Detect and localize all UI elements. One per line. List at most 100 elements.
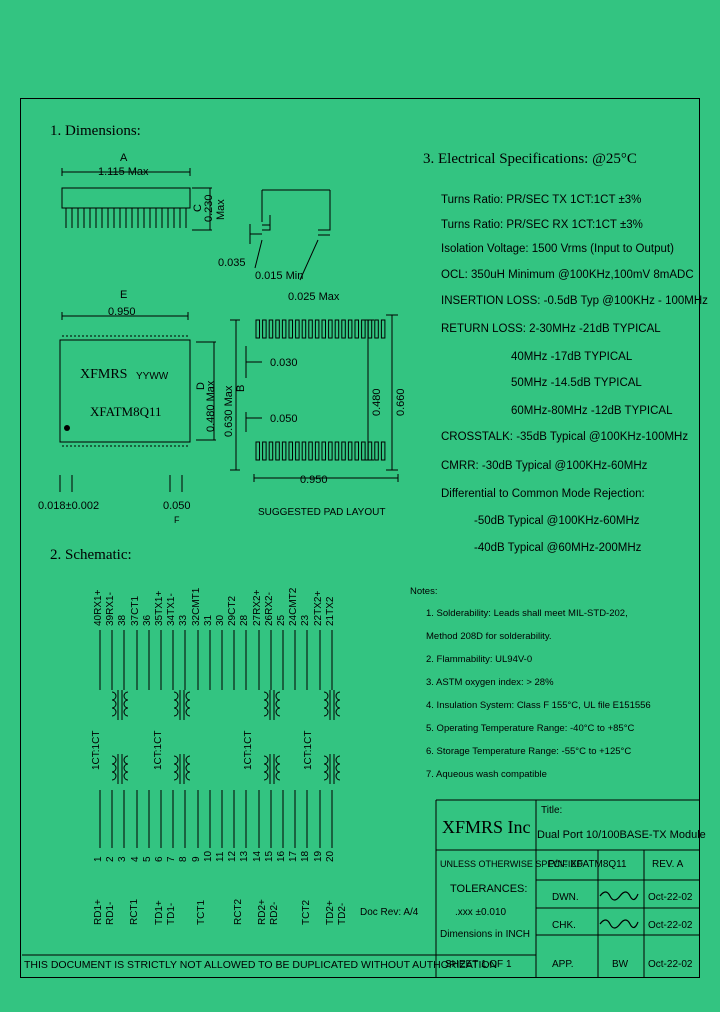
spec-line: Turns Ratio: PR/SEC RX 1CT:1CT ±3% [441,219,643,231]
note-item: 4. Insulation System: Class F 155°C, UL … [426,700,651,711]
pad [308,319,313,339]
pad [374,441,379,461]
note-item: 5. Operating Temperature Range: -40°C to… [426,723,635,734]
chip-date: YYWW [136,371,169,382]
tolerances: TOLERANCES: [450,883,528,895]
spec-line: Turns Ratio: PR/SEC TX 1CT:1CT ±3% [441,194,642,206]
pad [380,441,386,461]
spec-line: INSERTION LOSS: -0.5dB Typ @100KHz - 100… [441,295,708,307]
lead-0015: 0.015 Min [255,270,304,282]
spec-line: Isolation Voltage: 1500 Vrms (Input to O… [441,243,674,255]
pad [308,441,313,461]
dwn-label: DWN. [552,892,579,903]
section-title-electrical: 3. Electrical Specifications: @25°C [423,151,637,167]
pad [347,319,353,339]
note-item: 6. Storage Temperature Range: -55°C to +… [426,746,632,757]
transformer-symbol [323,690,341,784]
title-label: Title: [541,805,563,816]
spec-line: 60MHz-80MHz -12dB TYPICAL [511,405,673,417]
pad [347,441,353,461]
pad [281,441,287,461]
spec-line: CMRR: -30dB Typical @100KHz-60MHz [441,460,648,472]
notes-title: Notes: [410,586,438,597]
transformer-symbol [173,690,191,784]
date-app: Oct-22-02 [648,959,693,970]
pad [295,319,300,339]
chip-brand: XFMRS [80,367,128,382]
pad [380,319,386,339]
tol-value: .xxx ±0.010 [455,907,507,918]
pad [255,441,260,461]
drawing-sheet [20,98,700,978]
note-item: Method 208D for solderability. [426,631,552,642]
pad [321,441,326,461]
pad [301,319,307,339]
lead-0035: 0.035 [218,257,246,269]
pad [288,319,293,339]
pad [268,319,274,339]
footer-text: THIS DOCUMENT IS STRICTLY NOT ALLOWED TO… [24,959,498,971]
pad [314,441,320,461]
app-name: BW [612,959,629,970]
spec-line: 50MHz -14.5dB TYPICAL [511,377,642,389]
spec-line: 40MHz -17dB TYPICAL [511,351,633,363]
pad [262,441,267,461]
pad [334,441,340,461]
pad-caption: SUGGESTED PAD LAYOUT [258,507,386,518]
part-number: P/N: XFATM8Q11 [548,859,627,870]
pad [354,441,359,461]
pad [275,319,280,339]
spec-line: OCL: 350uH Minimum @100KHz,100mV 8mADC [441,269,694,281]
note-item: 2. Flammability: UL94V-0 [426,654,533,665]
app-label: APP. [552,959,574,970]
pad [255,319,260,339]
title-value: Dual Port 10/100BASE-TX Module [537,829,706,841]
transformer-symbol [263,690,281,784]
doc-rev: Doc Rev: A/4 [360,907,419,918]
spec-line: -50dB Typical @100KHz-60MHz [474,515,640,527]
pad [354,319,359,339]
pad [374,319,379,339]
spec-line: Differential to Common Mode Rejection: [441,488,645,500]
pad [341,319,346,339]
note-item: 7. Aqueous wash compatible [426,769,547,780]
company-name: XFMRS Inc [442,817,531,837]
pad [314,319,320,339]
section-title-schematic: 2. Schematic: [50,547,132,563]
pitch-value: 0.018±0.002 [38,500,100,512]
pad [341,441,346,461]
chip-part: XFATM8Q11 [90,404,162,419]
pad [334,319,340,339]
dim-e-label: E [120,289,128,301]
pad-950: 0.950 [300,474,328,486]
dim-e-value: 0.950 [108,306,136,318]
pad-050: 0.050 [270,413,298,425]
date-chk: Oct-22-02 [648,920,693,931]
lead-0025: 0.025 Max [288,291,340,303]
pad [275,441,280,461]
note-item: 1. Solderability: Leads shall meet MIL-S… [426,608,628,619]
pad [321,319,326,339]
revision: REV. A [652,859,684,870]
pad [328,319,333,339]
pad [268,441,274,461]
spec-line: CROSSTALK: -35dB Typical @100KHz-100MHz [441,431,689,443]
spec-line: -40dB Typical @60MHz-200MHz [474,542,642,554]
pad [295,441,300,461]
chk-label: CHK. [552,920,576,931]
pad [288,441,293,461]
unless-text: UNLESS OTHERWISE SPECIFIED [440,859,583,869]
dims-in: Dimensions in INCH [440,929,531,940]
spec-line: RETURN LOSS: 2-30MHz -21dB TYPICAL [441,323,661,335]
pad [262,319,267,339]
sheet-info: SHEET 1 OF 1 [445,959,512,970]
date-dwn: Oct-22-02 [648,892,693,903]
note-item: 3. ASTM oxygen index: > 28% [426,677,554,688]
section-title-dimensions: 1. Dimensions: [50,123,141,139]
pad [281,319,287,339]
transformer-symbol [111,690,129,784]
pad [301,441,307,461]
dim-a-value: 1.115 Max [98,166,149,178]
